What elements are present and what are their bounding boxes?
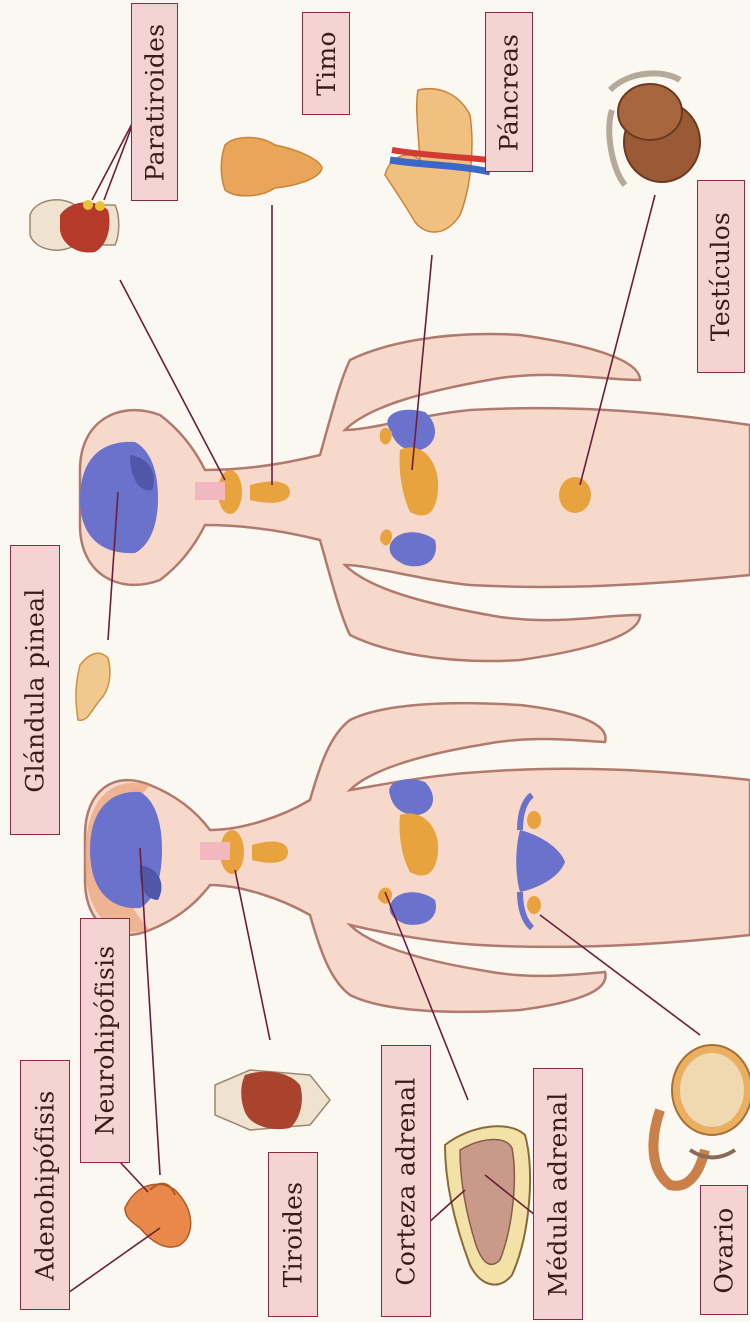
label-ovario: Ovario bbox=[700, 1185, 748, 1315]
ovary-illustration bbox=[653, 1045, 750, 1186]
label-adenohipofisis: Adenohipófisis bbox=[20, 1060, 70, 1310]
label-medula-adrenal-text: Médula adrenal bbox=[544, 1092, 573, 1296]
thyroid-illustration bbox=[215, 1070, 330, 1130]
parathyroid-illustration bbox=[30, 200, 119, 253]
male-thymus bbox=[250, 481, 290, 502]
female-ovary-upper bbox=[527, 811, 541, 829]
female-ovary-lower bbox=[527, 896, 541, 914]
label-medula-adrenal: Médula adrenal bbox=[533, 1068, 583, 1320]
female-body bbox=[85, 703, 750, 1012]
adrenal-illustration bbox=[445, 1126, 530, 1284]
label-pancreas: Páncreas bbox=[485, 12, 533, 172]
label-neurohipofisis-text: Neurohipófisis bbox=[91, 945, 120, 1135]
label-paratiroides: Paratiroides bbox=[131, 3, 178, 201]
male-trachea bbox=[195, 482, 225, 500]
label-adenohipofisis-text: Adenohipófisis bbox=[31, 1090, 60, 1280]
pancreas-illustration bbox=[385, 89, 490, 232]
label-timo-text: Timo bbox=[312, 31, 341, 96]
pituitary-illustration bbox=[125, 1184, 191, 1247]
label-neurohipofisis: Neurohipófisis bbox=[80, 918, 130, 1163]
label-glandula-pineal-text: Glándula pineal bbox=[21, 588, 50, 792]
pineal-illustration bbox=[76, 653, 110, 720]
label-corteza-adrenal-text: Corteza adrenal bbox=[392, 1077, 421, 1285]
label-corteza-adrenal: Corteza adrenal bbox=[381, 1045, 431, 1317]
label-ovario-text: Ovario bbox=[710, 1207, 739, 1293]
testes-illustration bbox=[609, 73, 700, 185]
male-body bbox=[80, 334, 750, 661]
male-testes bbox=[559, 477, 591, 513]
label-testiculos: Testículos bbox=[697, 180, 745, 373]
thymus-illustration bbox=[221, 138, 322, 196]
label-timo: Timo bbox=[302, 12, 350, 115]
leader-paratiroides-arrow-1 bbox=[92, 118, 135, 200]
female-thymus bbox=[252, 841, 288, 862]
label-glandula-pineal: Glándula pineal bbox=[10, 545, 60, 835]
leader-neurohipofisis bbox=[120, 1162, 148, 1192]
male-brain bbox=[80, 442, 158, 553]
label-tiroides: Tiroides bbox=[268, 1152, 318, 1317]
label-testiculos-text: Testículos bbox=[707, 212, 736, 341]
leader-adenohipofisis bbox=[65, 1228, 160, 1295]
label-paratiroides-text: Paratiroides bbox=[140, 23, 169, 181]
label-pancreas-text: Páncreas bbox=[495, 33, 524, 151]
female-trachea bbox=[200, 842, 230, 860]
label-tiroides-text: Tiroides bbox=[279, 1182, 308, 1288]
